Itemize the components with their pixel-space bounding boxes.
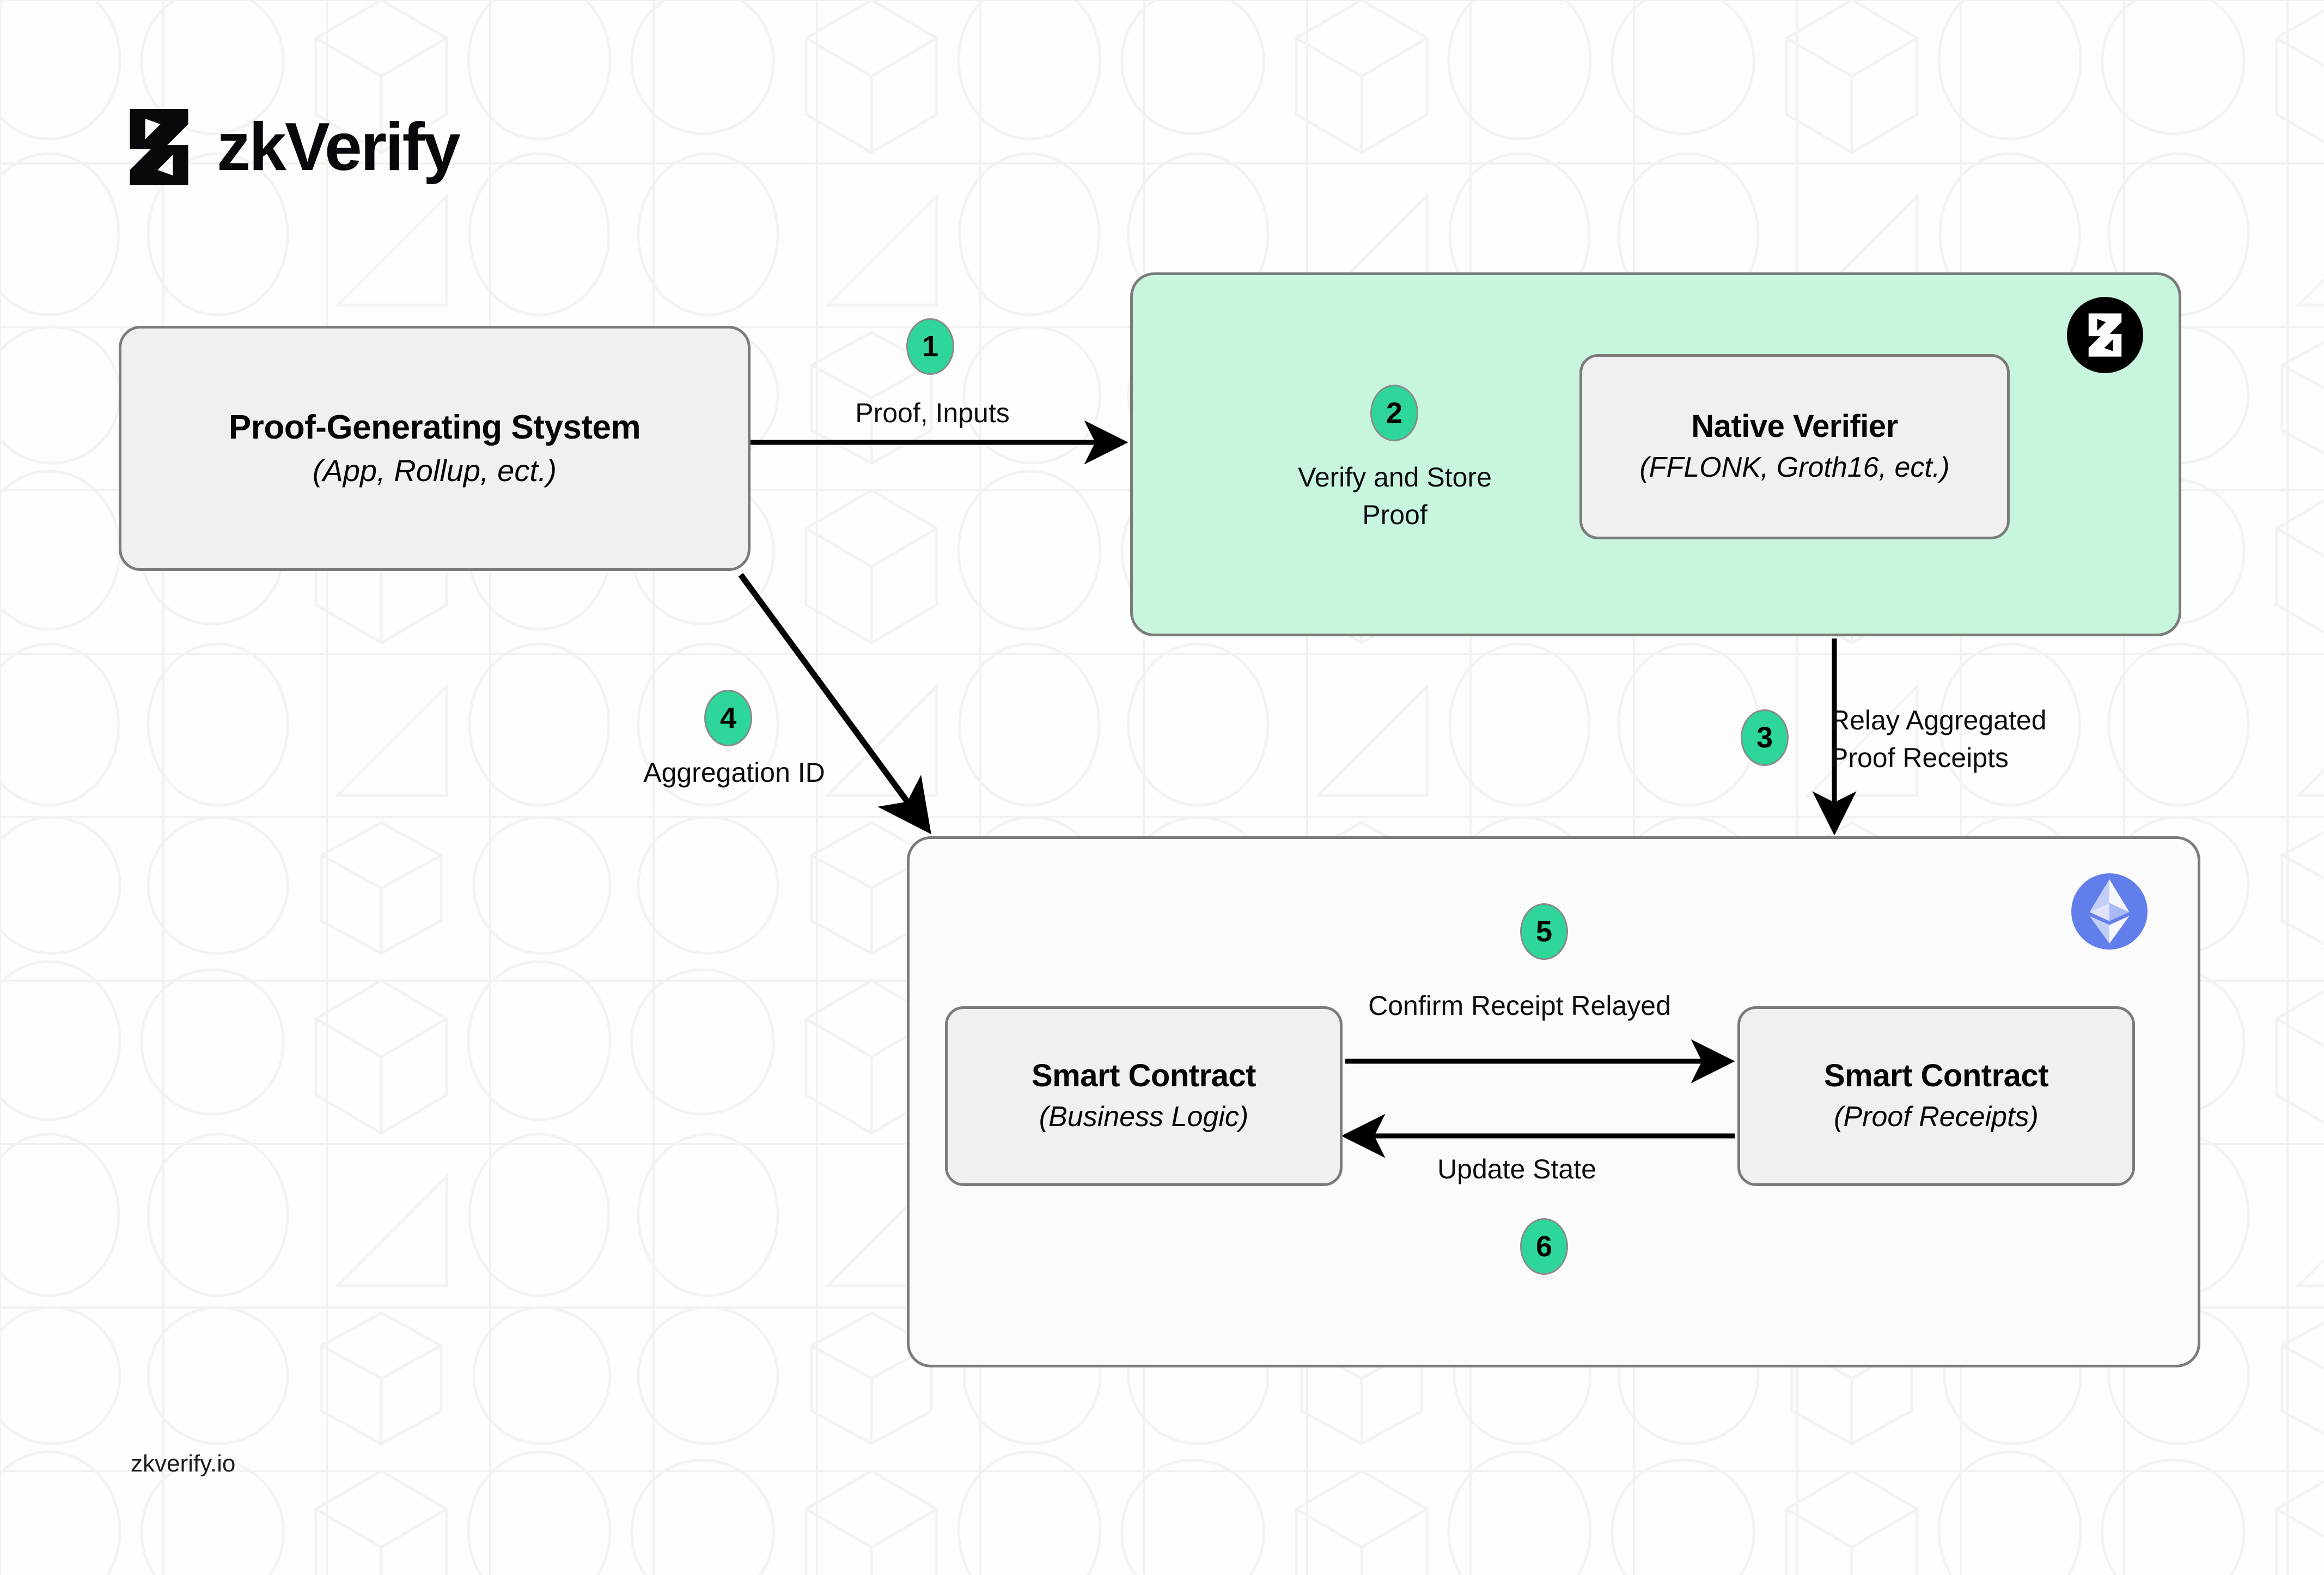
step-badge-5[interactable]: 5 [1520,903,1568,960]
node-smart-contract-business-logic[interactable]: Smart Contract (Business Logic) [945,1006,1343,1186]
zkverify-hourglass-icon [130,109,188,185]
edge-label-update-state: Update State [1437,1154,1596,1184]
node-native-verifier[interactable]: Native Verifier (FFLONK, Groth16, ect.) [1579,354,2010,539]
edge-label-verify-and-store-proof: Verify and Store Proof [1298,462,1492,530]
node-proof-generating-system[interactable]: Proof-Generating Stystem (App, Rollup, e… [119,326,751,571]
node-title: Native Verifier [1691,409,1898,445]
zkverify-hourglass-icon [2088,313,2122,357]
step-badge-6[interactable]: 6 [1520,1218,1568,1275]
brand-wordmark: zkVerify [217,110,461,185]
step-badge-3[interactable]: 3 [1741,709,1789,766]
step-badge-4[interactable]: 4 [704,690,752,746]
edge-label-confirm-receipt-relayed: Confirm Receipt Relayed [1368,990,1671,1021]
footer-url[interactable]: zkverify.io [131,1450,236,1477]
node-smart-contract-proof-receipts[interactable]: Smart Contract (Proof Receipts) [1737,1006,2135,1186]
node-subtitle: (FFLONK, Groth16, ect.) [1639,452,1950,484]
edge-label-aggregation-id: Aggregation ID [643,757,825,788]
node-title: Proof-Generating Stystem [228,408,641,446]
ethereum-chain-badge [2071,873,2148,950]
node-title: Smart Contract [1032,1058,1256,1094]
ethereum-diamond-icon [2089,879,2130,944]
step-badge-1[interactable]: 1 [906,318,954,375]
node-subtitle: (Business Logic) [1039,1101,1249,1133]
brand-logo: zkVerify [124,109,461,185]
edge-label-relay-aggregated-proof-receipts: Relay Aggregated Proof Receipts [1830,705,2047,773]
edge-label-proof-inputs: Proof, Inputs [855,398,1010,428]
zkverify-chain-badge [2067,297,2143,373]
node-title: Smart Contract [1824,1058,2048,1094]
node-subtitle: (App, Rollup, ect.) [312,453,557,488]
step-badge-2[interactable]: 2 [1370,385,1418,441]
node-subtitle: (Proof Receipts) [1834,1101,2039,1133]
